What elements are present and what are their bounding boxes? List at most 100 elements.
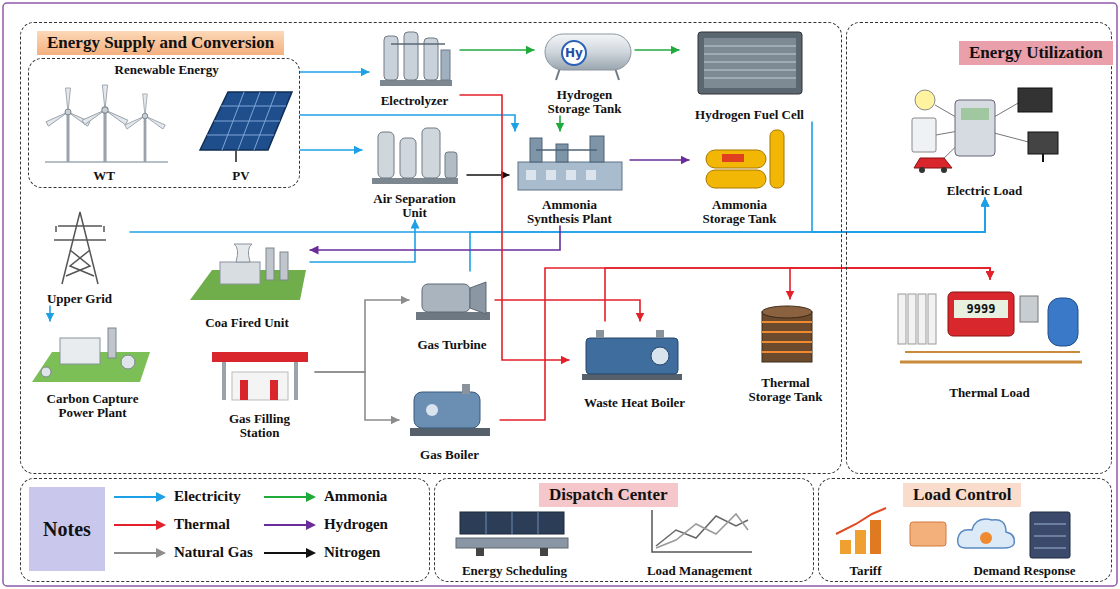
legend-item: Ammonia: [262, 488, 387, 505]
control-item: Demand Response: [950, 506, 1100, 578]
flow-arrow: [49, 306, 51, 322]
flow-arrow: [605, 268, 990, 322]
flow-arrow: [500, 268, 991, 420]
ammonia-plant-icon: [518, 136, 622, 190]
hydrogen-tank: Hydrogen Storage Tank: [535, 26, 635, 116]
upper-grid: Upper Grid: [30, 206, 130, 306]
component-label: Hydrogen Storage Tank: [540, 88, 630, 116]
flow-arrow: [300, 115, 516, 132]
region-panel: Energy UtilizationElectric LoadThermal L…: [846, 22, 1112, 474]
legend-item: Hydrogen: [262, 516, 388, 533]
legend-arrow: [262, 518, 318, 532]
tariff-icon: [836, 508, 946, 554]
solar-panel: [200, 92, 292, 162]
panel-title: Renewable Energy: [115, 62, 219, 78]
flow-arrow: [315, 372, 400, 420]
component-label: Load Management: [647, 564, 752, 578]
component-label: Waste Heat Boiler: [584, 396, 685, 410]
gas-turbine-icon: [416, 282, 490, 320]
component-label: Thermal Load: [949, 386, 1030, 400]
tank-mark: Hy: [562, 46, 586, 60]
panel-title: Energy Utilization: [959, 41, 1113, 65]
line-chart-icon: [652, 510, 752, 552]
electric-load: Electric Load: [900, 78, 1070, 198]
legend-arrow: [262, 546, 318, 560]
legend-text: Ammonia: [324, 488, 387, 505]
component-label: Gas Turbine: [417, 338, 486, 352]
flow-arrow: [470, 198, 985, 272]
region-panel: Load ControlTariffDemand Response: [818, 478, 1112, 582]
wind-turbines: [45, 85, 168, 162]
component-label: Carbon Capture Power Plant: [38, 392, 148, 420]
ammonia-tank: Ammonia Storage Tank: [690, 122, 790, 226]
air-separation-icon: [372, 128, 458, 184]
pv-unit: PV: [189, 79, 293, 183]
component-label: Coa Fired Unit: [205, 316, 289, 330]
flow-arrow: [559, 116, 561, 132]
component-label: Hydrogen Fuel Cell: [695, 108, 804, 122]
flow-arrow: [635, 49, 680, 51]
flow-arrow: [310, 220, 416, 263]
fuel-cell-icon: [698, 32, 802, 94]
flow-arrow: [315, 300, 410, 372]
legend-item: Nitrogen: [262, 544, 380, 561]
legend-text: Hydrogen: [324, 516, 388, 533]
flow-arrow: [630, 159, 690, 161]
electrolyzer: Electrolyzer: [370, 28, 460, 108]
component-label: Gas Boiler: [420, 448, 479, 462]
carbon-capture-plant: Carbon Capture Power Plant: [28, 322, 158, 420]
flow-arrow: [130, 198, 986, 233]
component-label: Gas Filling Station: [215, 412, 305, 440]
component-label: Tariff: [849, 564, 881, 578]
legend-arrow: [262, 490, 318, 504]
legend-text: Thermal: [174, 516, 230, 533]
flow-arrow: [300, 71, 370, 73]
component-label: Ammonia Storage Tank: [695, 198, 785, 226]
legend-arrow: [112, 518, 168, 532]
component-label: Upper Grid: [47, 292, 112, 306]
component-label: Air Separation Unit: [365, 192, 465, 220]
thermal-load: Thermal Load: [890, 280, 1090, 400]
legend-item: Electricity: [112, 488, 241, 505]
gas-station-icon: [212, 352, 308, 400]
gas-turbine: Gas Turbine: [410, 272, 495, 352]
flow-arrow: [460, 49, 535, 51]
ammonia-storage-icon: [706, 130, 784, 188]
legend-text: Nitrogen: [324, 544, 380, 561]
air-separation-unit: Air Separation Unit: [363, 122, 467, 220]
component-label: Thermal Storage Tank: [741, 376, 831, 404]
outer-frame: [3, 3, 1117, 586]
flow-arrow: [460, 95, 570, 360]
component-label: WT: [93, 169, 115, 183]
electric-load-icon: [912, 88, 1058, 173]
panel-title: Notes: [29, 487, 105, 571]
demand-response-icon: [958, 512, 1070, 558]
legend-text: Natural Gas: [174, 544, 253, 561]
coal-unit-icon: [190, 244, 306, 300]
flow-arrow: [300, 149, 363, 151]
component-label: Energy Scheduling: [462, 564, 567, 578]
legend-arrow: [112, 546, 168, 560]
control-item: Tariff: [826, 506, 906, 578]
flow-arrow: [790, 268, 990, 300]
flow-arrow: [310, 226, 561, 251]
panel-title: Energy Supply and Conversion: [37, 31, 284, 55]
panel-title: Dispatch Center: [539, 483, 678, 507]
dispatch-item: Load Management: [630, 506, 770, 578]
component-label: Electric Load: [947, 184, 1022, 198]
legend-item: Natural Gas: [112, 544, 253, 561]
wind-turbine-unit: WT: [39, 79, 169, 183]
transmission-tower: [54, 212, 106, 284]
component-label: Electrolyzer: [381, 94, 449, 108]
waste-heat-boiler-icon: [582, 330, 682, 380]
legend-text: Electricity: [174, 488, 241, 505]
dispatch-item: Energy Scheduling: [450, 506, 580, 578]
control-room-icon: [456, 512, 568, 556]
ammonia-plant: Ammonia Synthesis Plant: [510, 132, 630, 226]
fuel-cell: Hydrogen Fuel Cell: [680, 26, 820, 122]
legend-arrow: [112, 490, 168, 504]
legend-item: Thermal: [112, 516, 230, 533]
hydrogen-tank-icon: [545, 34, 631, 80]
flow-arrow: [495, 300, 641, 322]
flow-arrow: [812, 122, 985, 233]
